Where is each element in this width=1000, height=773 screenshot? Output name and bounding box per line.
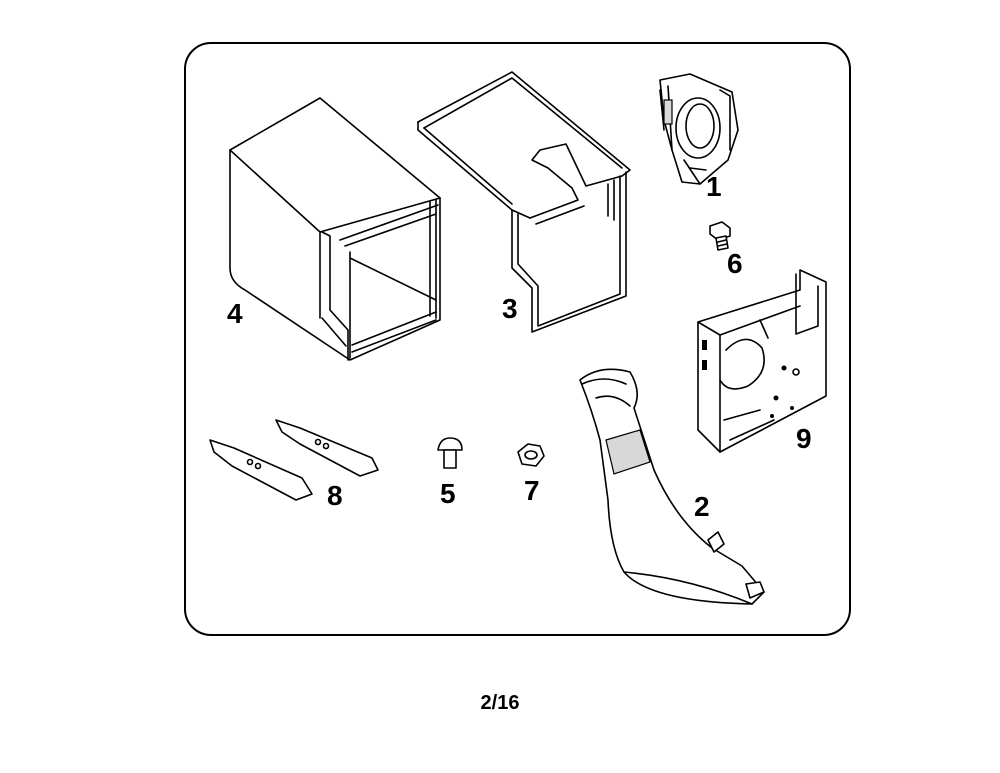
bolt-drawing bbox=[709, 221, 731, 251]
bag-frame-drawing bbox=[417, 71, 631, 333]
part-number-9: 9 bbox=[796, 423, 812, 454]
part-number-3: 3 bbox=[502, 293, 518, 324]
bracket-drawing bbox=[697, 269, 827, 453]
nut-drawing bbox=[517, 443, 545, 467]
part-number-5: 5 bbox=[440, 478, 456, 509]
bag-housing-drawing bbox=[229, 97, 441, 361]
diagram-frame bbox=[184, 42, 851, 636]
chute-drawing bbox=[579, 368, 765, 605]
part-number-8: 8 bbox=[327, 480, 343, 511]
part-number-7: 7 bbox=[524, 475, 540, 506]
part-number-2: 2 bbox=[694, 491, 710, 522]
part-number-4: 4 bbox=[227, 298, 243, 329]
part-number-6: 6 bbox=[727, 248, 743, 279]
part-number-1: 1 bbox=[706, 171, 722, 202]
carriage-bolt-drawing bbox=[437, 437, 463, 469]
blades-drawing bbox=[209, 419, 379, 501]
page-number: 2/16 bbox=[480, 692, 520, 714]
adapter-drawing bbox=[659, 73, 739, 185]
